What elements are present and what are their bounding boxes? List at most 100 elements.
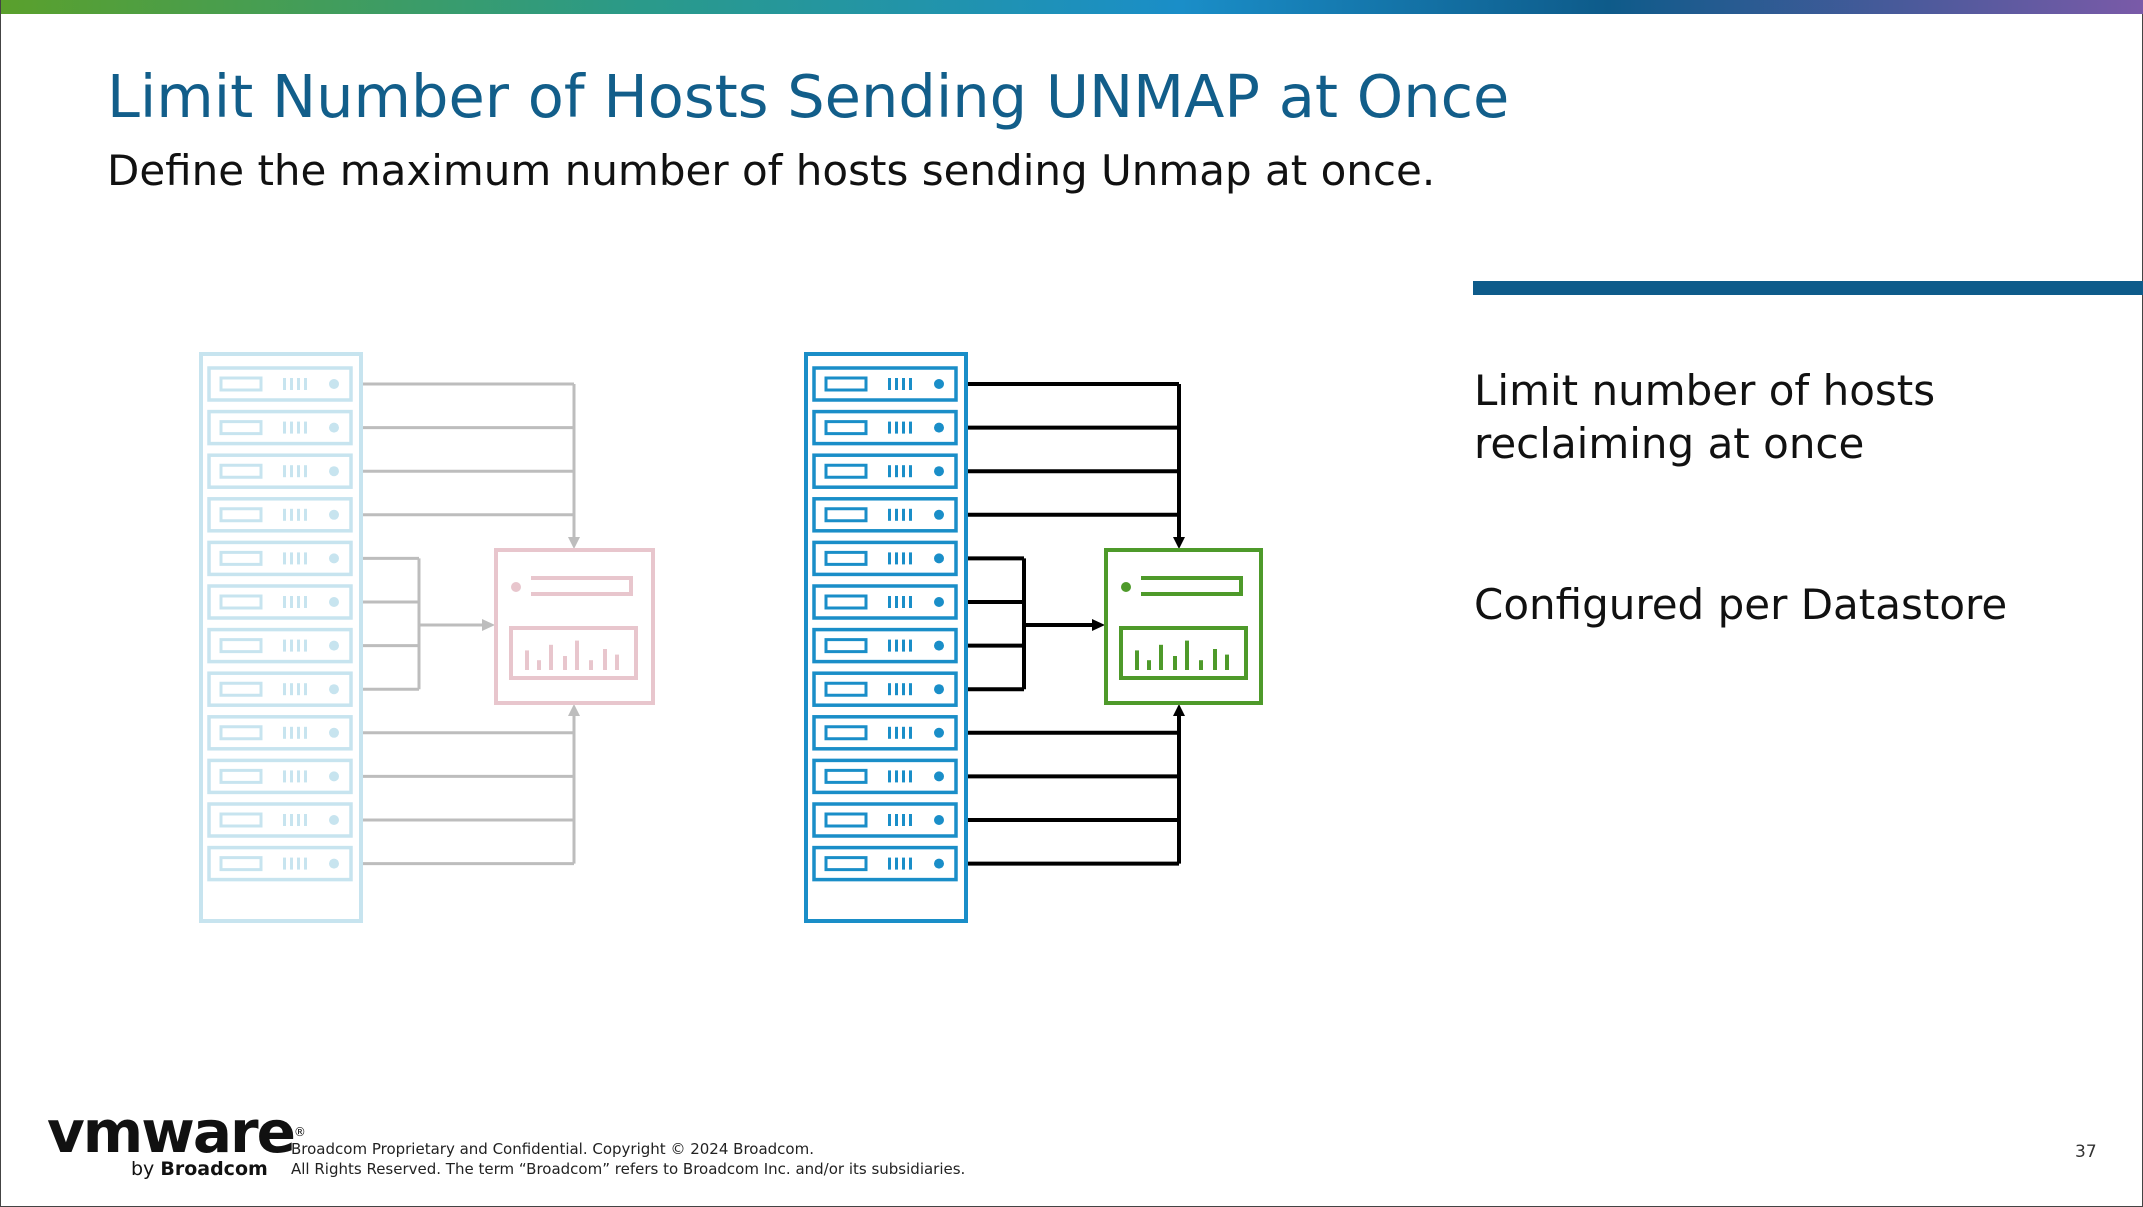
connections-active [939,382,1181,866]
server-unit-body [812,627,958,664]
drive-bay-icon [219,638,263,654]
vent-icon [297,378,300,390]
server-unit-body [207,802,353,838]
status-led-icon [934,553,944,564]
server-unit-body [207,497,353,533]
vent-icon [895,814,898,826]
server-unit [207,366,353,402]
drive-bay-icon [219,463,263,479]
vent-icon [909,857,912,870]
vent-icon [902,857,905,870]
vent-icon [895,596,898,608]
vent-icon [290,378,293,390]
accent-bar [1473,281,2143,295]
vent-icon [895,639,898,652]
vent-icon [304,596,307,608]
vent-icon [909,508,912,521]
vent-icon [909,378,912,390]
arrowhead-right [482,619,495,631]
arrowhead-up [568,704,580,716]
storage-led-icon [511,582,521,592]
vent-icon [888,421,891,434]
status-led-icon [934,379,944,389]
server-unit [812,758,958,795]
server-unit [207,758,353,795]
vent-icon [304,465,307,478]
vent-icon [895,683,898,696]
vent-icon [297,596,300,608]
vent-icon [902,639,905,652]
vent-icon [888,770,891,783]
server-unit-body [207,409,353,446]
storage-array-active [1104,548,1263,705]
vent-icon [895,770,898,783]
server-unit [207,409,353,446]
vent-icon [290,857,293,870]
server-unit-body [207,366,353,402]
status-led-icon [329,727,339,738]
vent-icon [297,726,300,739]
vent-icon [290,726,293,739]
status-led-icon [934,422,944,433]
vent-icon [304,726,307,739]
drive-bay-icon [219,507,263,523]
server-unit-body [812,366,958,402]
vent-icon [902,683,905,696]
vent-icon [283,552,286,565]
unmap-diagram [199,352,1263,923]
vent-icon [297,770,300,783]
vent-icon [902,378,905,390]
server-unit [812,497,958,533]
storage-meter-bar [563,656,567,670]
vent-icon [888,508,891,521]
vent-icon [909,465,912,478]
vent-icon [283,857,286,870]
drive-bay-icon [824,594,868,610]
status-led-icon [934,727,944,738]
storage-array-faded [494,548,655,705]
storage-meter-bar [1159,644,1163,670]
server-unit [812,715,958,751]
vent-icon [888,683,891,696]
vent-icon [290,508,293,521]
vent-icon [909,639,912,652]
vent-icon [888,639,891,652]
server-unit [207,540,353,577]
status-led-icon [329,815,339,825]
status-led-icon [329,553,339,564]
vent-icon [902,814,905,826]
server-unit-body [812,715,958,751]
status-led-icon [329,684,339,695]
storage-meter-bar [589,660,593,670]
vent-icon [283,770,286,783]
status-led-icon [934,684,944,695]
drive-bay-icon [219,725,263,741]
vent-icon [283,596,286,608]
vent-icon [304,552,307,565]
logo-byline: by Broadcom [131,1158,268,1180]
vent-icon [909,726,912,739]
vent-icon [888,465,891,478]
server-unit [207,453,353,489]
vent-icon [304,814,307,826]
rack-group-faded [199,352,655,923]
vent-icon [902,596,905,608]
status-led-icon [329,771,339,782]
vent-icon [909,770,912,783]
vent-icon [283,465,286,478]
drive-bay-icon [824,681,868,697]
vent-icon [290,639,293,652]
status-led-icon [934,509,944,520]
server-unit-body [812,802,958,838]
vent-icon [902,421,905,434]
vent-icon [290,683,293,696]
vent-icon [895,857,898,870]
vent-icon [297,552,300,565]
server-unit [812,453,958,489]
arrowhead-right [1092,619,1105,631]
storage-meter-bar [575,640,579,670]
storage-slot-icon [1141,576,1243,596]
server-unit-body [207,540,353,577]
arrowhead-down [1173,537,1185,549]
server-unit-body [812,671,958,707]
